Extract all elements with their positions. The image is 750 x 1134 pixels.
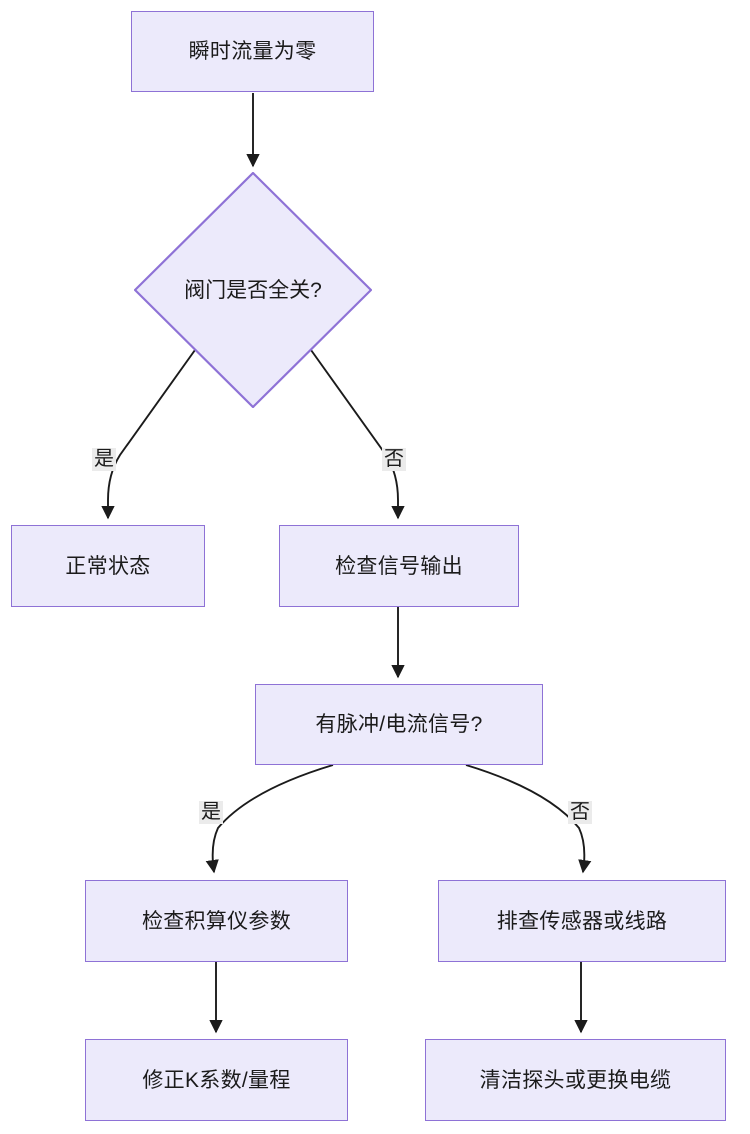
node-pulse-current-signal-decision[interactable]: 有脉冲/电流信号? (255, 684, 543, 765)
node-label: 检查积算仪参数 (141, 909, 292, 933)
node-inspect-sensor-or-wiring[interactable]: 排查传感器或线路 (438, 880, 726, 962)
node-label: 排查传感器或线路 (496, 909, 668, 933)
node-label: 清洁探头或更换电缆 (479, 1068, 672, 1092)
edge-label-yes-valve: 是 (92, 448, 116, 471)
edge-n5-n6 (205, 764, 334, 874)
node-normal-state[interactable]: 正常状态 (11, 525, 205, 607)
edge-label-yes-signal: 是 (199, 801, 223, 824)
edge-n5-n7 (465, 764, 592, 874)
node-label: 检查信号输出 (335, 554, 463, 578)
node-check-signal-output[interactable]: 检查信号输出 (279, 525, 519, 607)
node-label: 瞬时流量为零 (188, 40, 317, 63)
node-label: 正常状态 (65, 554, 151, 578)
edge-label-no-valve: 否 (382, 448, 406, 471)
node-label: 修正K系数/量程 (142, 1068, 291, 1092)
node-label: 阀门是否全关? (184, 278, 322, 302)
node-clean-probe-replace-cable[interactable]: 清洁探头或更换电缆 (425, 1039, 726, 1121)
diamond-shape (134, 172, 372, 408)
node-label: 有脉冲/电流信号? (315, 713, 483, 736)
node-instant-flow-zero[interactable]: 瞬时流量为零 (131, 11, 374, 92)
node-check-totalizer-parameters[interactable]: 检查积算仪参数 (85, 880, 348, 962)
node-valve-fully-closed-decision[interactable]: 阀门是否全关? (134, 172, 372, 408)
edge-label-no-signal: 否 (568, 801, 592, 824)
node-correct-k-factor-range[interactable]: 修正K系数/量程 (85, 1039, 348, 1121)
